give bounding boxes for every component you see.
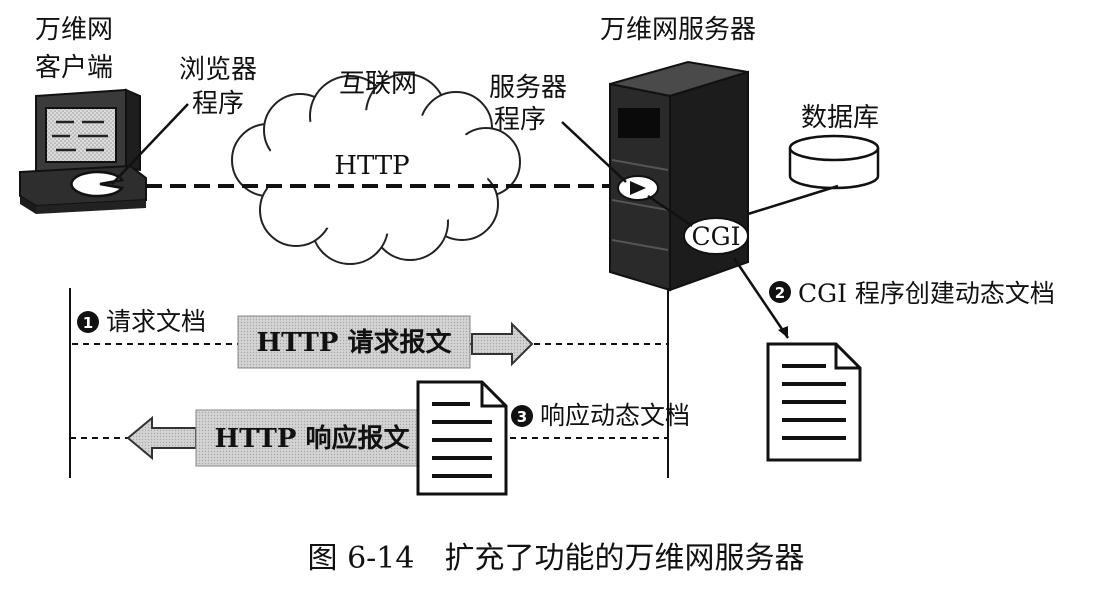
server-program-leader-line (561, 121, 627, 183)
browser-label-line2: 程序 (192, 89, 244, 119)
browser-leader-line (111, 103, 189, 185)
server-program-icon (617, 175, 659, 201)
step-1-number: 1 (83, 314, 93, 332)
dynamic-document-icon (766, 342, 862, 462)
client-computer-icon (19, 88, 147, 214)
http-response-box (195, 409, 429, 467)
database-label: 数据库 (801, 103, 879, 133)
step-1-badge: 1 (77, 311, 99, 333)
request-arrow (471, 321, 534, 367)
response-document-icon (416, 380, 508, 496)
server-program-label-line1: 服务器 (489, 73, 567, 103)
figure-caption: 图 6-14 扩充了功能的万维网服务器 (308, 541, 805, 576)
browser-label-line1: 浏览器 (179, 55, 257, 85)
cgi-to-database-line (747, 184, 839, 216)
response-arrow (126, 415, 197, 461)
http-label: HTTP (334, 151, 409, 181)
server-program-label-line2: 程序 (494, 105, 546, 135)
http-response-label: HTTP 响应报文 (215, 423, 411, 454)
step-2-label: CGI 程序创建动态文档 (798, 279, 1055, 308)
browser-program-icon (70, 170, 125, 198)
step-3-label: 响应动态文档 (540, 401, 690, 430)
internet-label: 互联网 (339, 69, 417, 99)
server-to-cgi-line (647, 194, 693, 228)
cgi-to-document-arrow-line (732, 257, 790, 339)
client-label-line2: 客户端 (35, 53, 113, 83)
step-3-number: 3 (517, 408, 527, 426)
http-request-label: HTTP 请求报文 (257, 327, 453, 358)
client-label-line1: 万维网 (35, 15, 113, 45)
server-title: 万维网服务器 (600, 15, 756, 45)
cgi-badge: CGI (683, 217, 749, 255)
step-2-number: 2 (775, 284, 785, 302)
cgi-to-document-arrowhead (778, 326, 788, 338)
database-icon (788, 134, 880, 190)
http-request-box (237, 315, 471, 369)
internet-cloud-icon (231, 73, 521, 265)
step-1-label: 请求文档 (106, 307, 206, 336)
step-2-badge: 2 (769, 281, 791, 303)
step-3-badge: 3 (511, 405, 533, 427)
cgi-label: CGI (692, 222, 741, 251)
